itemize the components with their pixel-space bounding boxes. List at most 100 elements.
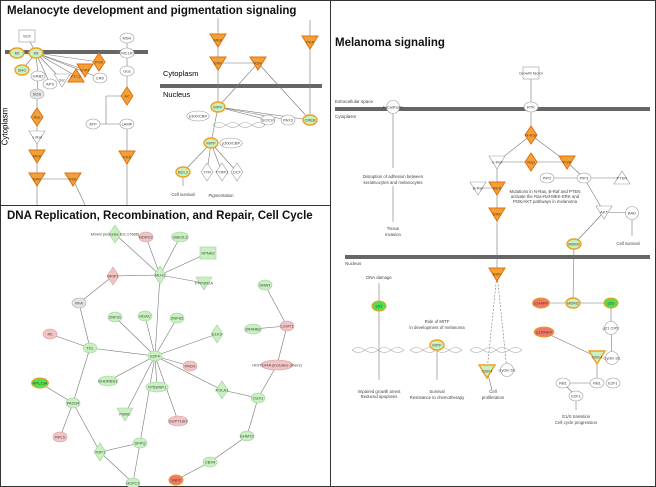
node-dct[interactable]: DCT — [230, 162, 244, 182]
node-crk[interactable]: CRK — [92, 72, 108, 84]
node-bcl2[interactable]: BCL2 — [175, 166, 191, 178]
node-creb[interactable]: CREB — [302, 114, 318, 126]
node-e-cadherin[interactable]: E-Cadherin — [383, 100, 403, 114]
node-brip1[interactable]: BRIP1 — [106, 266, 120, 286]
node-ube2l3[interactable]: UBE2L3 — [171, 231, 189, 243]
node-sfpq[interactable]: SFPQ — [132, 437, 148, 449]
node-tyr[interactable]: TYR — [200, 162, 214, 182]
node-erk[interactable]: ERK — [488, 207, 506, 222]
node-scf[interactable]: SCF — [18, 29, 36, 43]
node-mek[interactable]: MEK — [488, 181, 506, 196]
node-tyrp1[interactable]: TYRP1 — [216, 162, 230, 182]
node-e2f4[interactable]: E2F4 — [147, 350, 163, 362]
node-p300-cbp[interactable]: p300/CBP — [186, 110, 210, 122]
node-pten[interactable]: PTEN — [613, 170, 631, 185]
node-p21-cip1[interactable]: p21 CIP1 — [603, 321, 620, 335]
node-tcl[interactable]: TCL — [82, 342, 98, 354]
node-grb2[interactable]: GRB2 — [30, 70, 46, 82]
node-mek[interactable]: MEK — [209, 33, 227, 48]
node-p53[interactable]: p53 — [371, 300, 387, 312]
node-ac[interactable]: AC — [120, 86, 134, 106]
node-erk[interactable]: ERK — [28, 172, 46, 187]
node-mitf[interactable]: MITF — [429, 339, 445, 351]
node-pi3k[interactable]: PI3K — [558, 155, 576, 170]
node-camp[interactable]: cAMP — [119, 118, 135, 130]
node-shc[interactable]: SHC — [14, 64, 30, 76]
node-c-raf[interactable]: c-Raf — [28, 130, 46, 145]
node-e2f1[interactable]: E2F1 — [605, 377, 621, 389]
node-kpna2[interactable]: KPNA2 — [199, 246, 217, 260]
node-kit[interactable]: Kit — [28, 47, 44, 59]
node-p53[interactable]: p53 — [603, 297, 619, 309]
node-akt[interactable]: AKT — [595, 205, 613, 220]
node-erk[interactable]: ERK — [209, 56, 227, 71]
node-rb1[interactable]: RB1 — [589, 377, 605, 389]
node-aps[interactable]: APS — [42, 78, 58, 90]
node-mc1r[interactable]: MC1R — [119, 47, 135, 59]
node-mek[interactable]: MEK — [28, 149, 46, 164]
node-bad[interactable]: BAD — [625, 206, 639, 220]
node-rfa[interactable]: RFA — [71, 297, 87, 309]
node-cdk4[interactable]: CDK4 — [587, 350, 607, 366]
node-prdx[interactable]: PRDX — [182, 360, 198, 372]
node-znf91[interactable]: ZNF91 — [107, 311, 123, 323]
node-p16ink4[interactable]: p16INK4 — [533, 326, 555, 338]
node-rb1[interactable]: RB1 — [555, 377, 571, 389]
node-elk3[interactable]: ELK3 — [210, 324, 224, 344]
node-ndrg1[interactable]: NDRG1 — [138, 231, 154, 243]
node-hist1h4a-includes-others[interactable]: HIST1H4A (includes others) — [252, 359, 302, 371]
node-znf83[interactable]: ZNF83 — [169, 312, 185, 324]
node-ppp2r2a[interactable]: PPP2R2A — [195, 276, 213, 291]
node-b-raf[interactable]: B-Raf — [469, 181, 487, 196]
node-p14arf[interactable]: p14ARF — [532, 297, 550, 309]
node-ehmt2[interactable]: EHMT2 — [239, 430, 255, 442]
node-pka[interactable]: PKA — [118, 150, 136, 165]
node-mdm2[interactable]: MDM2 — [566, 238, 582, 250]
node-top1[interactable]: TOP1 — [93, 442, 107, 462]
node-mdm2[interactable]: MDM2 — [565, 297, 581, 309]
node-erk[interactable]: ERK — [488, 267, 506, 282]
node-pola1[interactable]: POLA1 — [216, 380, 230, 400]
node-zranb2[interactable]: ZRANB2 — [244, 323, 262, 335]
node-pka[interactable]: PKA — [301, 35, 319, 50]
node-rpl5[interactable]: RPL5 — [52, 431, 68, 443]
node-mitf[interactable]: MITF — [203, 137, 219, 149]
node-hcfc1[interactable]: HCFC1 — [125, 477, 140, 487]
node-mlh1[interactable]: MLH1 — [153, 265, 167, 285]
node-e2f1[interactable]: E2F1 — [568, 390, 584, 402]
node-psmc[interactable]: PSMC — [116, 407, 134, 422]
node-khdrbs1[interactable]: KHDRBS1 — [97, 375, 118, 387]
node-rsk[interactable]: RSK — [64, 172, 82, 187]
node-g-s[interactable]: Gαs — [119, 65, 135, 77]
node-pip3[interactable]: PIP3 — [576, 172, 592, 184]
node-msh3-includes-eg-17686[interactable]: MSH3 (includes EG:17686) — [91, 224, 140, 244]
node-sos[interactable]: SOS — [29, 88, 45, 100]
node-mitf[interactable]: MITF — [210, 101, 226, 113]
node-yaf2[interactable]: YAF2 — [168, 474, 184, 486]
node-kit[interactable]: Kit — [9, 47, 25, 59]
node-rtk[interactable]: RTK — [523, 101, 539, 113]
node-tp53inp1[interactable]: TP53INP1 — [145, 381, 169, 393]
node-rsk[interactable]: RSK — [249, 56, 267, 71]
node-src[interactable]: Src — [53, 73, 71, 88]
node-cyclin-d1[interactable]: Cyclin D1 — [603, 351, 621, 365]
node-cdk4[interactable]: CDK4 — [477, 364, 497, 380]
node-ras[interactable]: Ras — [30, 107, 44, 127]
node-stat[interactable]: STAT — [76, 63, 94, 78]
node-pi3k[interactable]: PI3K — [92, 52, 106, 72]
node-sox10[interactable]: SOX10 — [260, 114, 276, 126]
node-rap[interactable]: Rap — [524, 152, 538, 172]
node-cux1[interactable]: CUX1 — [250, 392, 266, 404]
node-c-raf[interactable]: C-Raf — [488, 155, 506, 170]
node-growth-factor[interactable]: Growth factor — [519, 66, 544, 80]
node-cyclin-d1[interactable]: Cyclin D1 — [498, 363, 516, 377]
node-rpl13a[interactable]: RPL13A — [31, 377, 49, 389]
node-lcmt1[interactable]: LCMT1 — [279, 320, 294, 332]
node-p300-cbp[interactable]: p300/CBP — [219, 137, 243, 149]
node-pip2[interactable]: PIP2 — [539, 172, 555, 184]
node-snw1[interactable]: SNW1 — [257, 279, 273, 291]
node-rb[interactable]: Rb — [42, 328, 58, 340]
node-pa2g4[interactable]: PA2G4 — [65, 397, 81, 409]
node-msh[interactable]: MSH — [119, 32, 135, 44]
node-n-ras[interactable]: N-Ras — [524, 125, 538, 145]
